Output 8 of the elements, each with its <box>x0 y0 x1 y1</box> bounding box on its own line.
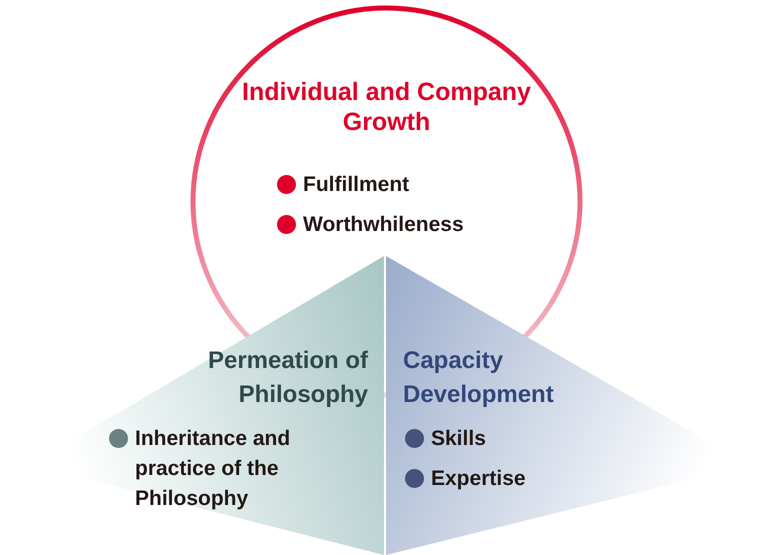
heading: Capacity Development <box>403 346 555 410</box>
heading: Permeation of Philosophy <box>206 346 368 410</box>
bullet-text: Worthwhileness <box>303 212 465 238</box>
bullet-text: Skills <box>431 426 487 452</box>
heading: Individual and Company Growth <box>241 77 532 137</box>
bullet-text: Expertise <box>431 466 527 492</box>
bullet-text: Fulfillment <box>303 172 410 198</box>
bullet-text: Inheritance and practice of the Philosophy <box>135 426 292 512</box>
